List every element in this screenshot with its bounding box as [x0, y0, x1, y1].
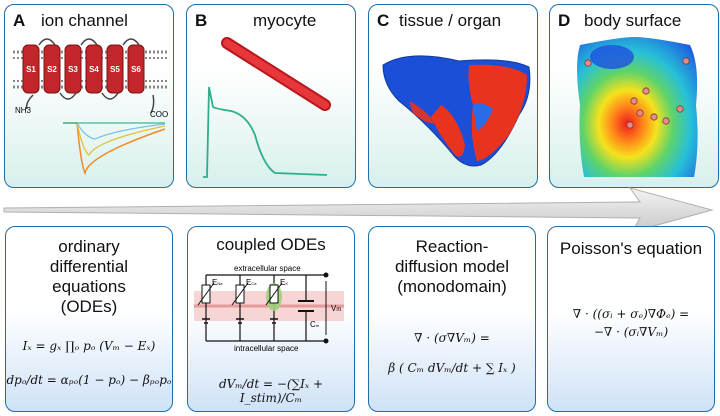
panel-name: body surface — [584, 11, 682, 30]
heading-line: equations — [52, 277, 126, 296]
intracellular-label: intracellular space — [234, 344, 299, 353]
equation-gating: dpₒ/dt = αₚₒ(1 − pₒ) − βₚₒpₒ — [6, 373, 172, 387]
segment-s1: S1 — [22, 44, 40, 94]
panel-letter: C — [377, 11, 390, 30]
heading-line: differential — [49, 257, 129, 276]
electrode-marker — [662, 117, 670, 125]
segment-label: S1 — [26, 65, 36, 74]
segment-s3: S3 — [64, 44, 82, 94]
electrode-marker — [642, 87, 650, 95]
segment-s5: S5 — [106, 44, 124, 94]
segment-s6: S6 — [127, 44, 145, 94]
myocyte-illustration — [203, 37, 331, 178]
panel-body-surface: D body surface — [549, 4, 719, 188]
equation-poisson-lhs: ∇ · ((σᵢ + σₑ)∇Φₑ) = — [572, 307, 690, 321]
electrode-marker — [584, 59, 592, 67]
extracellular-label: extracellular space — [234, 264, 301, 273]
electrode-marker — [650, 113, 658, 121]
electrode-marker — [630, 97, 638, 105]
electrode-marker — [626, 121, 634, 129]
panel-letter: A — [13, 11, 26, 30]
panel-coupled-odes: coupled ODEs extracellular space intrace… — [187, 226, 355, 412]
progression-arrow — [3, 187, 714, 233]
equation-poisson-rhs: −∇ · (σᵢ∇Vₘ) — [593, 325, 669, 339]
panel-reaction-diffusion: Reaction- diffusion model (monodomain) ∇… — [368, 226, 536, 412]
electrode-marker — [682, 57, 690, 65]
equation-monodomain-lhs: ∇ · (σ∇Vₘ) = — [414, 331, 490, 345]
segment-label: S5 — [110, 65, 120, 74]
heart-model-illustration — [382, 55, 531, 167]
panel-tissue-organ: C tissue / organ — [368, 4, 538, 188]
equation-vm: dVₘ/dt = −(∑Iₓ + I_stim)/Cₘ — [218, 377, 324, 405]
panel-letter: D — [558, 11, 571, 30]
electrode-markers — [584, 57, 690, 129]
panel-name: myocyte — [253, 11, 317, 30]
panel-name: tissue / organ — [399, 11, 502, 30]
panel-heading: Poisson's equation — [559, 239, 703, 258]
element-label-k: EK — [280, 278, 288, 287]
panel-name: ion channel — [41, 11, 128, 30]
heading-line: Reaction- — [415, 237, 489, 256]
heading-line: diffusion model — [394, 257, 510, 276]
heading-line: (ODEs) — [60, 297, 118, 316]
panel-poisson: Poisson's equation ∇ · ((σᵢ + σₑ)∇Φₑ) = … — [547, 226, 715, 412]
torso-illustration — [577, 37, 698, 177]
membrane-circuit: extracellular space intracellular space … — [194, 264, 344, 353]
segment-s4: S4 — [85, 44, 103, 94]
vm-label: Vm — [331, 304, 341, 313]
panel-title: B myocyte — [195, 11, 351, 31]
nh3-label: NH3 — [15, 106, 32, 115]
equation-monodomain-rhs: β ( Cₘ dVₘ/dt + ∑ Iₓ ) — [388, 361, 516, 375]
coo-label: COO — [150, 110, 168, 119]
segment-label: S3 — [68, 65, 78, 74]
panel-letter: B — [195, 11, 208, 30]
panel-odes: ordinary differential equations (ODEs) I… — [5, 226, 173, 412]
channel-segments: S1 S2 S3 S4 S5 S6 — [22, 44, 145, 94]
panel-heading: coupled ODEs — [216, 235, 326, 254]
panel-title: C tissue / organ — [377, 11, 533, 31]
element-label-ca: ECa — [246, 278, 257, 287]
segment-s2: S2 — [43, 44, 61, 94]
segment-label: S6 — [131, 65, 141, 74]
action-potential-trace — [203, 86, 328, 178]
panel-heading: ordinary differential equations (ODEs) — [6, 237, 172, 317]
capacitance-label: Cm — [310, 320, 320, 329]
panel-title: A ion channel — [13, 11, 169, 31]
current-traces — [63, 122, 166, 176]
myocyte-cell — [221, 37, 331, 111]
equation-current: Iₓ = gₓ ∏ₒ pₒ (Vₘ − Eₓ) — [22, 339, 156, 353]
heading-line: (monodomain) — [397, 277, 507, 296]
channel-loops — [38, 38, 140, 100]
panel-ion-channel: A ion channel S1 S2 S3 S4 S5 S6 NH3 COO — [4, 4, 174, 188]
panel-heading: Reaction- diffusion model (monodomain) — [369, 237, 535, 297]
electrode-marker — [676, 105, 684, 113]
element-label-na: ENa — [212, 278, 223, 287]
segment-label: S2 — [47, 65, 57, 74]
ion-channel-illustration: S1 S2 S3 S4 S5 S6 NH3 COO — [13, 38, 168, 176]
panel-title: D body surface — [558, 11, 714, 31]
electrode-marker — [636, 109, 644, 117]
panel-myocyte: B myocyte — [186, 4, 356, 188]
heading-line: ordinary — [58, 237, 120, 256]
segment-label: S4 — [89, 65, 99, 74]
